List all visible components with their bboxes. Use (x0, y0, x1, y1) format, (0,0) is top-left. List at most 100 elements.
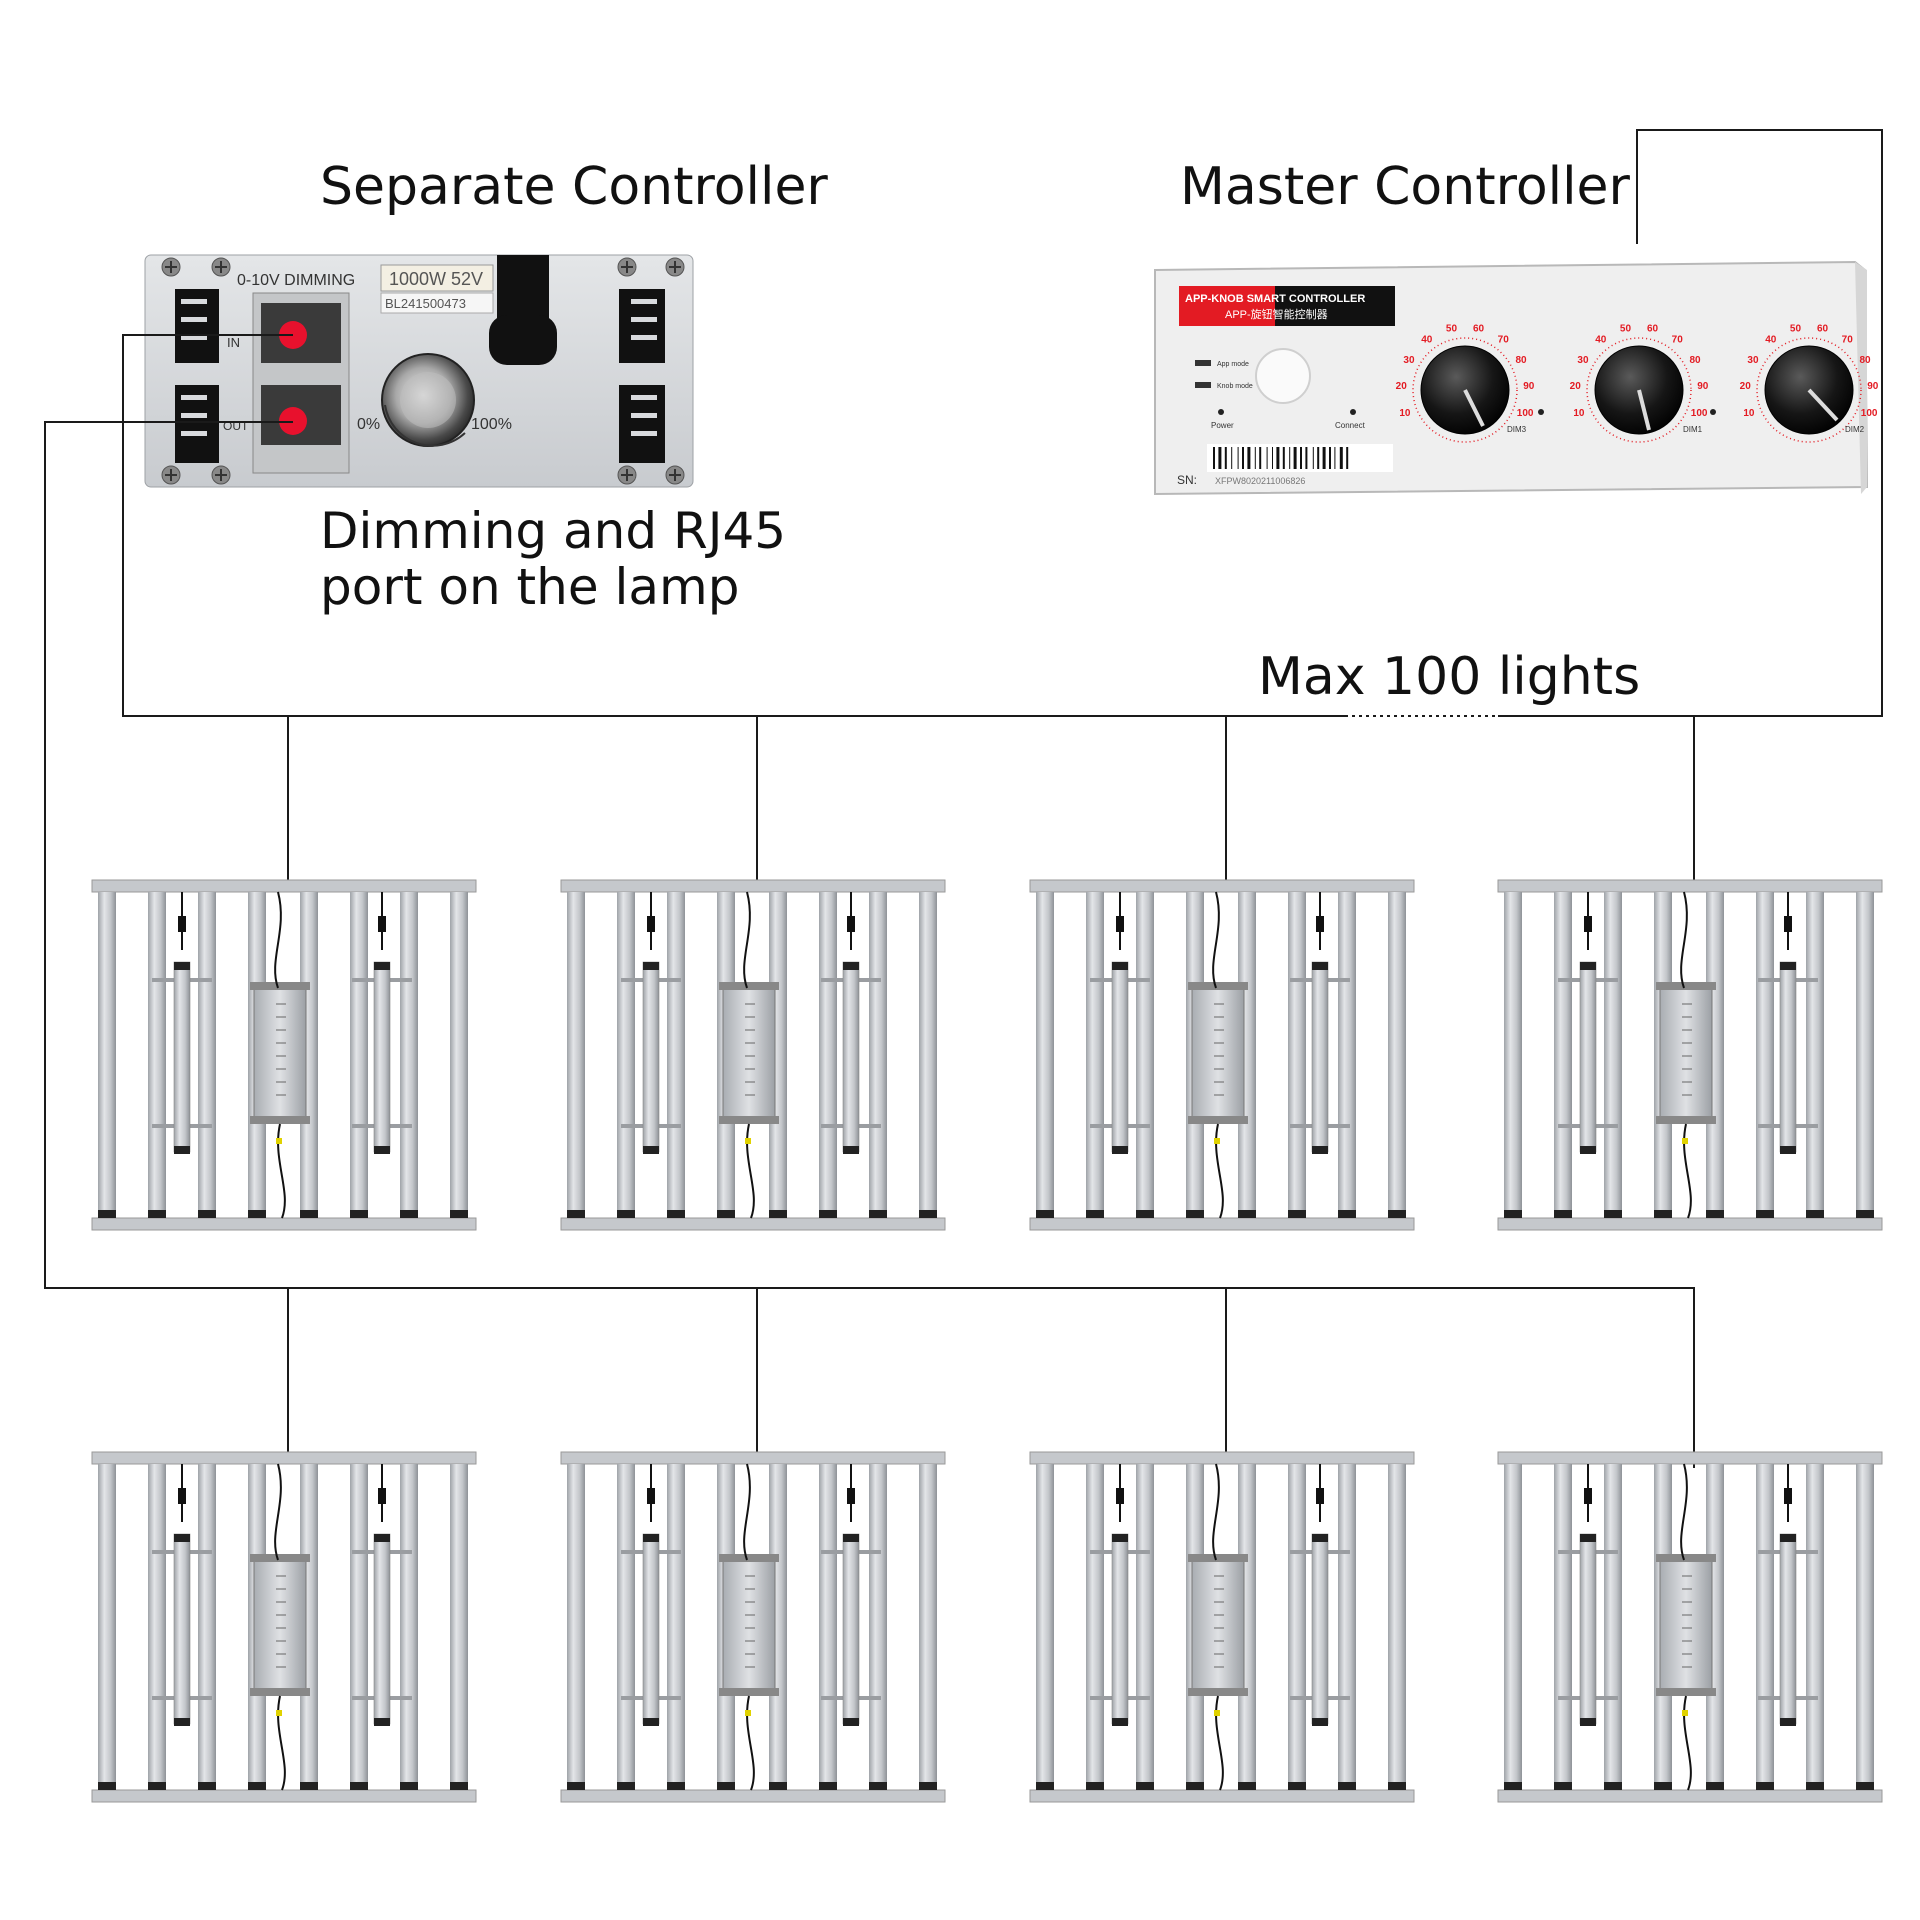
dial-tick-label: 70 (1842, 335, 1854, 346)
dial-tick-label: 40 (1421, 335, 1433, 346)
light-bar (567, 892, 585, 1218)
light-bar (1554, 892, 1572, 1218)
dial-tick-label: 30 (1403, 355, 1415, 366)
light-bar (350, 892, 368, 1218)
separate-controller-panel: 0-10V DIMMING 1000W 52V BL241500473 IN O… (144, 254, 694, 488)
master-controller-title: Master Controller (1180, 157, 1631, 217)
screw-icon (161, 465, 181, 485)
led-driver (1191, 987, 1245, 1119)
light-frame-rail (560, 1789, 946, 1803)
dial-tick-label: 80 (1859, 355, 1871, 366)
dial-tick-label: 100 (1517, 408, 1534, 419)
dim-label-1: DIM1 (1683, 425, 1703, 434)
light-frame-rail (1029, 1789, 1415, 1803)
light-bar (1604, 892, 1622, 1218)
light-frame-rail (1497, 1789, 1883, 1803)
led-driver (722, 1559, 776, 1691)
light-bar (1388, 1464, 1406, 1790)
light-bar (617, 1464, 635, 1790)
light-bar (1806, 892, 1824, 1218)
power-led-icon (1218, 409, 1224, 415)
light-bar (400, 892, 418, 1218)
dial-tick-label: 60 (1473, 323, 1485, 334)
led-driver (253, 987, 307, 1119)
grow-light (560, 1451, 946, 1803)
light-bar (450, 892, 468, 1218)
led-driver (1191, 1559, 1245, 1691)
screw-icon (617, 465, 637, 485)
light-frame-rail (560, 1451, 946, 1465)
light-bar (1036, 1464, 1054, 1790)
light-bar (1238, 892, 1256, 1218)
grow-light (1497, 879, 1883, 1231)
light-bar (567, 1464, 585, 1790)
light-bar (1856, 892, 1874, 1218)
connect-led-icon (1350, 409, 1356, 415)
grow-light (1497, 1451, 1883, 1803)
brand-line1: APP-KNOB SMART CONTROLLER (1185, 293, 1365, 305)
led-driver (722, 987, 776, 1119)
dial-tick-label: 30 (1747, 355, 1759, 366)
grow-light (91, 1451, 477, 1803)
knob-min-label: 0% (357, 416, 380, 433)
in-bus-line (122, 129, 1883, 717)
out-bus-line (44, 421, 1695, 1468)
led-driver (1659, 987, 1713, 1119)
dial-tick-label: 70 (1498, 335, 1510, 346)
power-cable (497, 255, 549, 325)
light-bar (98, 892, 116, 1218)
light-bar (1504, 1464, 1522, 1790)
light-bar (1136, 892, 1154, 1218)
serial-label: BL241500473 (385, 296, 466, 311)
light-bar (350, 1464, 368, 1790)
dial-tick-label: 40 (1765, 335, 1777, 346)
light-bar (1706, 892, 1724, 1218)
dial-tick-label: 20 (1740, 381, 1752, 392)
light-bar (919, 1464, 937, 1790)
light-frame-rail (1029, 1217, 1415, 1231)
dial-tick-label: 90 (1867, 381, 1879, 392)
dial-tick-label: 100 (1691, 408, 1708, 419)
rating-label: 1000W 52V (389, 269, 483, 289)
light-bar (1756, 892, 1774, 1218)
sn-value: XFPW8020211006826 (1215, 476, 1305, 486)
dial-tick-label: 60 (1817, 323, 1829, 334)
light-frame-rail (91, 879, 477, 893)
light-bar (1806, 1464, 1824, 1790)
in-label: IN (227, 335, 240, 350)
light-frame-rail (1497, 1451, 1883, 1465)
light-bar (1036, 892, 1054, 1218)
light-frame-rail (91, 1789, 477, 1803)
light-bar (869, 892, 887, 1218)
light-bar (769, 892, 787, 1218)
dim-label-2: DIM2 (1845, 425, 1865, 434)
light-bar (400, 1464, 418, 1790)
dial-tick-label: 50 (1790, 323, 1802, 334)
light-frame-rail (1497, 879, 1883, 893)
light-bar (148, 1464, 166, 1790)
port-caption-line1: Dimming and RJ45 (320, 502, 786, 560)
light-bar (1086, 1464, 1104, 1790)
sn-label: SN: (1177, 473, 1197, 487)
dial-tick-label: 60 (1647, 323, 1659, 334)
mode-button (1255, 348, 1311, 404)
connect-label: Connect (1335, 421, 1366, 430)
light-bar (1504, 892, 1522, 1218)
grow-light (1029, 879, 1415, 1231)
light-frame-rail (91, 1451, 477, 1465)
light-frame-rail (91, 1217, 477, 1231)
dial-tick-label: 20 (1396, 381, 1408, 392)
light-bar (1554, 1464, 1572, 1790)
port-caption-line2: port on the lamp (320, 558, 739, 616)
dial-tick-label: 90 (1523, 381, 1535, 392)
barcode-icon (1213, 447, 1349, 469)
light-frame-rail (1029, 879, 1415, 893)
wiring-lines (44, 129, 1883, 1468)
led-driver (253, 1559, 307, 1691)
light-bar (1604, 1464, 1622, 1790)
light-bar (1756, 1464, 1774, 1790)
screw-icon (665, 465, 685, 485)
light-bar (919, 892, 937, 1218)
